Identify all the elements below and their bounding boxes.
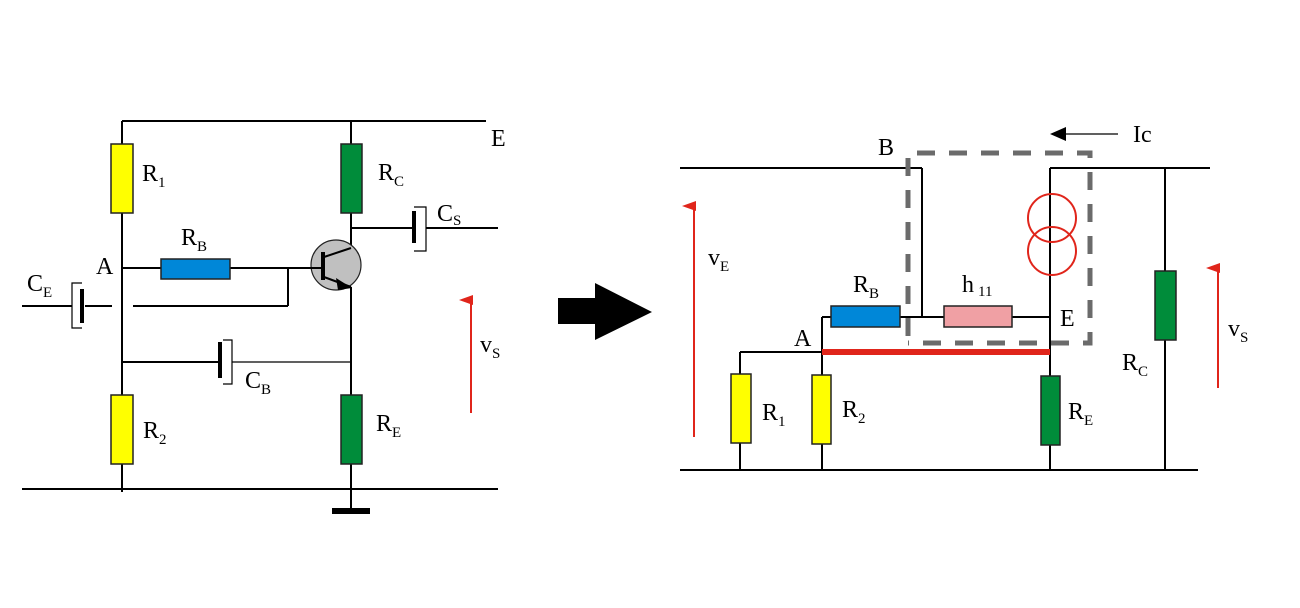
label-node-b: B — [878, 135, 894, 161]
capacitor-cb-plate — [218, 342, 222, 378]
label-node-a-right: A — [794, 326, 812, 352]
label-ve: vE — [708, 245, 729, 275]
label-ce: CE — [27, 271, 52, 301]
npn-transistor — [310, 239, 362, 291]
resistor-re — [340, 394, 363, 465]
label-re-right: RE — [1068, 399, 1093, 429]
label-r1-right: R1 — [762, 400, 786, 430]
ground-icon — [332, 508, 370, 514]
resistor-rc-right — [1154, 270, 1177, 341]
resistor-h11 — [943, 305, 1013, 328]
arrow-right-icon — [558, 283, 652, 340]
label-rc: RC — [378, 160, 404, 190]
label-ic: Ic — [1133, 122, 1152, 148]
capacitor-cs-plate — [412, 211, 416, 243]
label-re: RE — [376, 411, 401, 441]
resistor-r2 — [110, 394, 134, 465]
capacitor-cb-plate-curved — [223, 339, 233, 385]
transistor-model-dashed-box — [905, 150, 1093, 346]
resistor-re-right — [1040, 375, 1061, 446]
label-vs-right: vS — [1228, 316, 1248, 346]
current-source-icon — [1027, 193, 1077, 276]
label-vs: vS — [480, 332, 500, 362]
resistor-rb-right — [830, 305, 901, 328]
label-r2-right: R2 — [842, 397, 866, 427]
label-cs: CS — [437, 201, 461, 229]
ic-arrow-icon — [1050, 127, 1066, 141]
label-cb: CB — [245, 368, 271, 398]
label-node-e: E — [491, 126, 506, 152]
label-node-a: A — [96, 254, 114, 280]
capacitor-ce-plate — [80, 289, 84, 323]
capacitor-ce-plate-curved — [71, 282, 82, 329]
resistor-r1 — [110, 143, 134, 214]
transistor-base-bar — [321, 252, 325, 280]
label-rc-right: RC — [1122, 350, 1148, 380]
label-r1: R1 — [142, 161, 166, 191]
emitter-arrow-icon — [336, 278, 352, 290]
current-source-circle-top — [1027, 193, 1077, 243]
transistor-collector-lead — [323, 247, 352, 258]
label-node-e-right: E — [1060, 306, 1075, 332]
current-source-circle-bottom — [1027, 226, 1077, 276]
resistor-rc — [340, 143, 363, 214]
left-circuit: R1 A RB CE CB R2 RC CS — [22, 120, 506, 514]
resistor-rb — [160, 258, 231, 280]
label-r2: R2 — [143, 418, 167, 448]
resistor-r1-right — [730, 373, 752, 444]
label-rb: RB — [181, 225, 207, 255]
label-rb-right: RB — [853, 272, 879, 302]
resistor-r2-right — [811, 374, 832, 445]
